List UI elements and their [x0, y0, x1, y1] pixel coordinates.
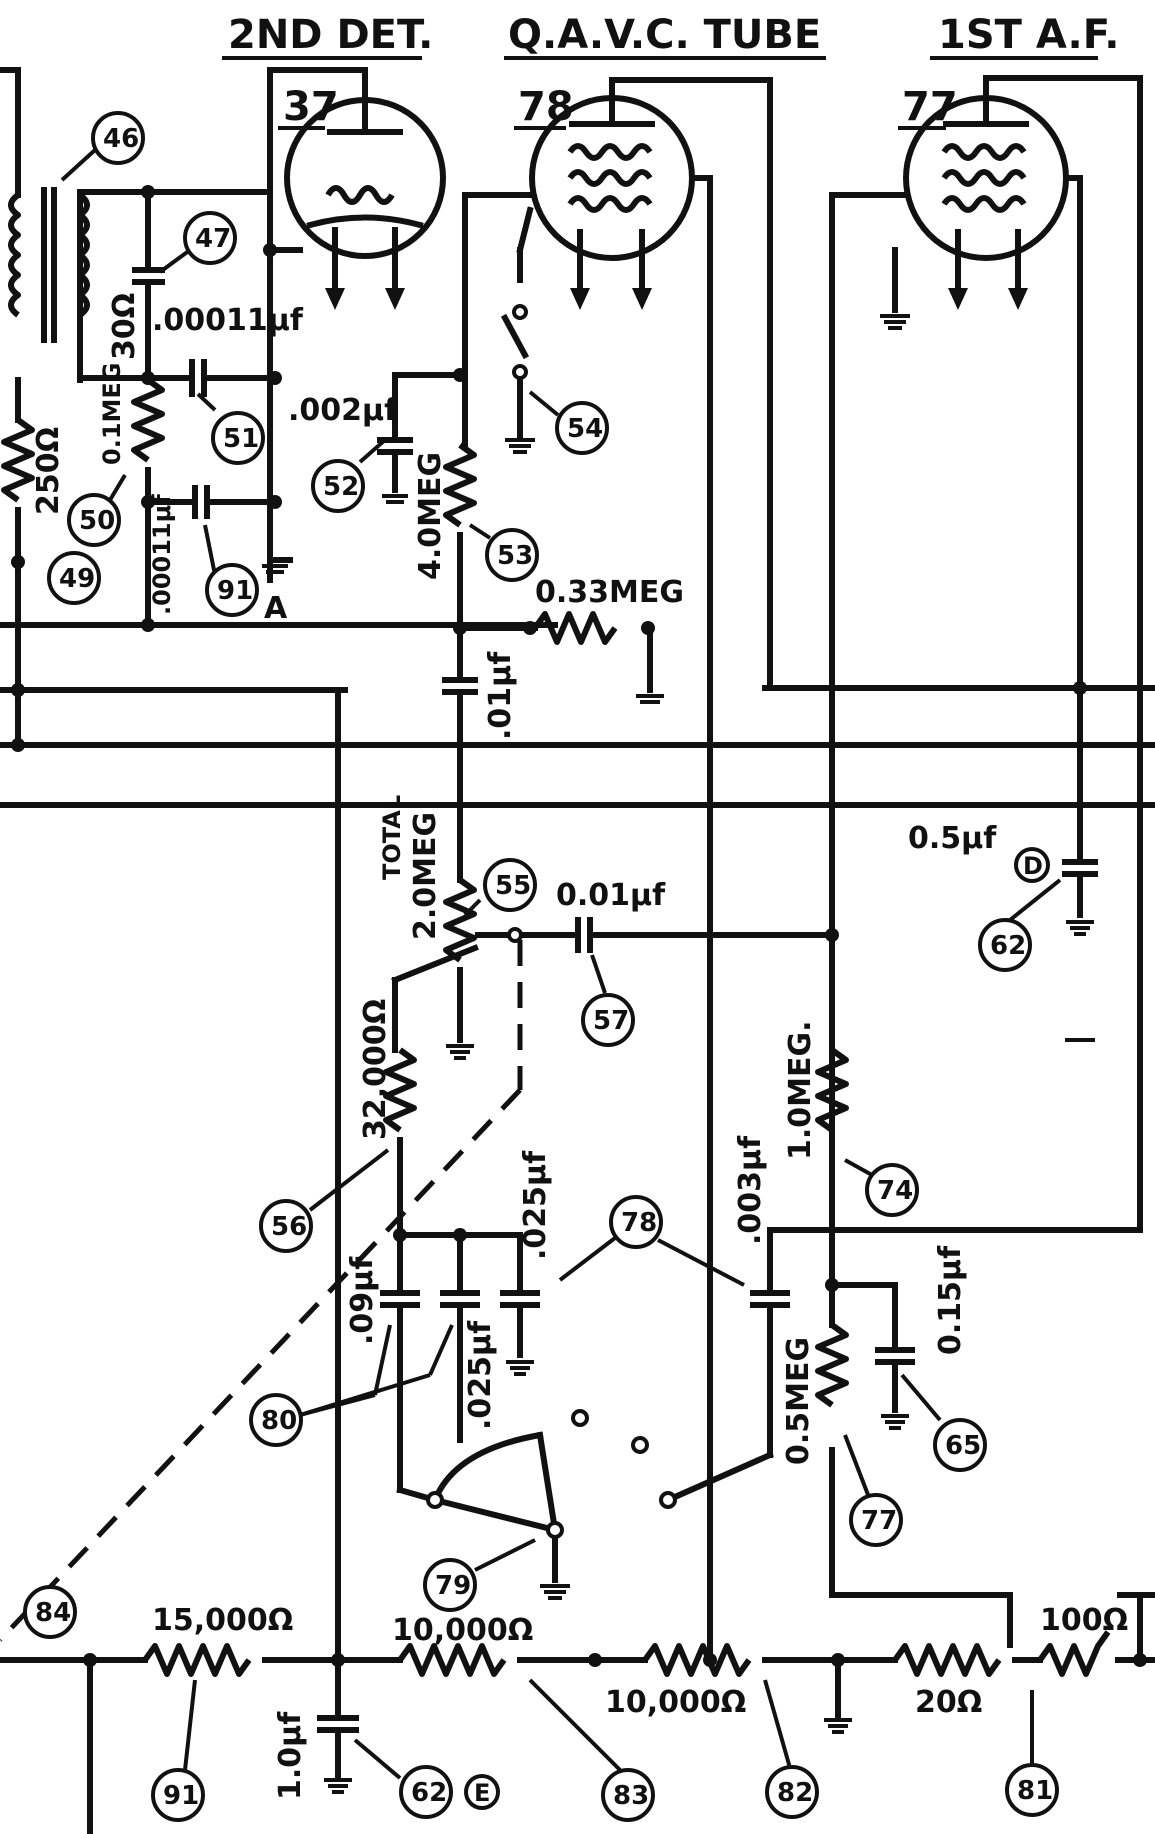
label-1-0-meg: 1.0MEG. [783, 1020, 818, 1160]
callout-65: 65 [945, 1431, 981, 1461]
label-letter-e: E [474, 1779, 490, 1807]
label-100-ohm: 100Ω [1040, 1603, 1128, 1638]
label-letter-d: D [1023, 852, 1043, 880]
callout-91-top: 91 [217, 576, 253, 606]
label-00011-top: .00011μf [152, 303, 304, 338]
callout-54: 54 [567, 414, 603, 444]
callout-55: 55 [495, 871, 531, 901]
callout-82: 82 [777, 1778, 813, 1808]
callout-84: 84 [35, 1598, 71, 1628]
label-09-uf: .09μf [345, 1256, 380, 1345]
label-1-0-uf: 1.0μf [273, 1711, 308, 1800]
label-32000-ohm: 32,000Ω [358, 999, 393, 1140]
junction-dots [11, 185, 1147, 1667]
tube-77: 77 [898, 75, 1069, 310]
label-total: TOTAL [378, 795, 406, 880]
callout-91-bottom: 91 [163, 1781, 199, 1811]
callout-80: 80 [261, 1406, 297, 1436]
label-0-5-uf: 0.5μf [908, 821, 997, 856]
terminal-points [426, 304, 677, 1539]
label-025-uf-b: .025μf [463, 1320, 498, 1430]
callout-bubbles: 46 47 49 50 51 52 53 54 55 56 57 62 [23, 111, 1062, 1822]
label-0-33-meg: 0.33MEG [535, 575, 684, 610]
label-4-0-meg: 4.0MEG [413, 452, 448, 580]
callout-74: 74 [877, 1176, 913, 1206]
label-20-ohm: 20Ω [915, 1685, 982, 1720]
label-025-uf-a: .025μf [518, 1150, 553, 1260]
callout-56: 56 [271, 1212, 307, 1242]
label-01-uf-mid: .01μf [483, 651, 518, 740]
label-0-15-uf: 0.15μf [933, 1245, 968, 1355]
label-003-uf: .003μf [733, 1135, 768, 1245]
label-30-ohm: 30Ω [107, 293, 142, 360]
label-10000-ohm-b: 10,000Ω [605, 1685, 746, 1720]
label-0-5-meg: 0.5MEG [781, 1337, 816, 1465]
label-10000-ohm-a: 10,000Ω [392, 1613, 533, 1648]
label-002-uf: .002μf [288, 393, 398, 428]
tube-37: 37 [278, 84, 446, 310]
label-250-ohm: 250Ω [31, 427, 66, 515]
callout-46: 46 [103, 124, 139, 154]
callout-81: 81 [1017, 1776, 1053, 1806]
callout-49: 49 [59, 564, 95, 594]
label-letter-a: A [264, 591, 288, 626]
tube-78: 78 [514, 77, 695, 310]
header-1st-af: 1ST A.F. [938, 12, 1119, 58]
label-00011-left: .00011μf [148, 494, 176, 615]
tube-37-label: 37 [283, 84, 339, 130]
label-15000-ohm: 15,000Ω [152, 1603, 293, 1638]
callout-62-top: 62 [990, 931, 1026, 961]
callout-62-bottom: 62 [411, 1778, 447, 1808]
callout-79: 79 [435, 1571, 471, 1601]
callout-47: 47 [195, 224, 231, 254]
callout-53: 53 [497, 541, 533, 571]
callout-77: 77 [861, 1506, 897, 1536]
transformer-46 [0, 67, 90, 383]
callout-78: 78 [621, 1208, 657, 1238]
label-2-0-meg: 2.0MEG [408, 812, 443, 940]
tube-78-label: 78 [518, 84, 574, 130]
label-0-01-uf: 0.01μf [556, 878, 666, 913]
callout-50: 50 [79, 506, 115, 536]
callout-57: 57 [593, 1006, 629, 1036]
header-qavc-tube: Q.A.V.C. TUBE [508, 12, 821, 58]
callout-83: 83 [613, 1781, 649, 1811]
callout-52: 52 [323, 472, 359, 502]
callout-51: 51 [223, 424, 259, 454]
header-2nd-det: 2ND DET. [228, 12, 433, 58]
label-0-1-meg: 0.1MEG [98, 363, 126, 466]
